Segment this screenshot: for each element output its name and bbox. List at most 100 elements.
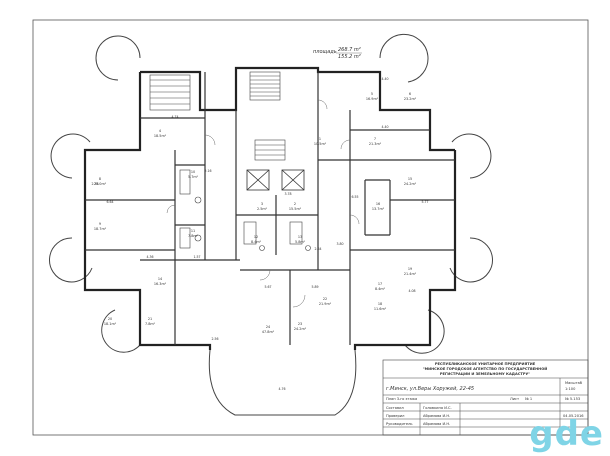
room-number: 3 [261,202,263,206]
dimension-labels: 4.74 4.40 4.40 2.78 6.64 5.77 6.55 4.36 5.67 5.89… [91,77,428,391]
room-area: 21.3m² [369,142,382,146]
scale-value: 1:100 [565,387,576,391]
room-area: 21.9m² [319,302,332,306]
date: 04.05.2016 [563,414,584,418]
dimension-label: 2.16 [204,169,211,173]
room-number: 20 [108,317,112,321]
room-area: 47.8m² [262,330,275,334]
room-number: 9 [99,222,101,226]
dimension-label: 4.40 [381,125,388,129]
room-number: 16 [376,202,380,206]
room-number: 12 [254,235,258,239]
room-area: 18.1m² [104,322,117,326]
door-swings [166,99,360,308]
row2-name: Абрамова И.Н. [423,414,450,418]
room-area: 24.2m² [294,327,307,331]
row1-name: Головкина И.С. [423,406,452,410]
room-number: 4 [159,129,161,133]
dimension-label: 5.67 [264,285,271,289]
room-area: 24.2m² [404,182,417,186]
room-area: 13.7m² [372,207,385,211]
room-labels: 110.5m² 215.5m² 32.5m² 418.5m² 516.9m² 623.2m… [94,92,417,334]
room-number: 17 [378,282,382,286]
room-area: 16.3m² [154,282,167,286]
corner-bays [49,33,493,416]
dimension-label: 4.36 [146,255,153,259]
room-number: 11 [191,229,195,233]
address: г.Минск, ул.Веры Хоружей, 22-45 [386,386,474,392]
scale-label: Масштаб [565,381,583,385]
dimension-label: 6.64 [106,200,113,204]
room-number: 14 [158,277,162,281]
outer-walls [83,66,457,350]
watermark-logo: gde [529,414,604,454]
room-number: 19 [408,267,412,271]
room-number: 10 [191,170,195,174]
room-area: 5.7m² [188,175,199,179]
elevator-shafts [246,169,305,191]
room-area: 18.5m² [154,134,167,138]
room-area: 8.4m² [251,240,262,244]
dimension-label: 2.78 [91,182,98,186]
bathroom-fixtures [179,169,311,251]
dimension-label: 4.08 [408,289,415,293]
interior-walls [85,72,455,345]
dimension-label: 6.55 [351,195,358,199]
dimension-label: 2.64 [314,247,321,251]
stairwell [149,71,286,161]
room-number: 5 [371,92,373,96]
area-header: площадь 268.7 m² 155.2 m² [313,47,362,60]
living-area: 155.2 m² [338,54,361,60]
dimension-label: 4.76 [278,387,285,391]
row2-role: Проверил [386,414,404,418]
sheet-label: Лист [510,397,519,401]
row3-name: Абрамова И.Н. [423,422,450,426]
room-area: 5.8m² [295,240,306,244]
dimension-label: 3.78 [284,192,291,196]
room-number: 13 [298,235,302,239]
room-number: 18 [378,302,382,306]
room-area: 21.4m² [404,272,417,276]
room-number: 6 [409,92,411,96]
title-block: РЕСПУБЛИКАНСКОЕ УНИТАРНОЕ ПРЕДПРИЯТИЕ "М… [382,359,589,436]
room-number: 7 [374,137,376,141]
watermark-text: gde [529,414,604,454]
room-area: 20.0m² [94,182,107,186]
room-area: 7.8m² [145,322,156,326]
room-area: 7.8m² [188,234,199,238]
row3-role: Руководитель [386,422,413,426]
dimension-label: 4.74 [171,115,178,119]
room-number: 22 [323,297,327,301]
room-area: 10.5m² [314,142,327,146]
room-number: 15 [408,177,412,181]
plan-type: План 3-го этажа [386,397,417,401]
room-number: 23 [298,322,302,326]
org-line-3: РЕГИСТРАЦИИ И ЗЕМЕЛЬНОМУ КАДАСТРУ" [440,372,530,376]
room-number: 1 [319,137,321,141]
dimension-label: 2.56 [211,337,218,341]
dimension-label: 5.89 [311,285,318,289]
total-area: 268.7 m² [338,47,361,53]
room-area: 11.6m² [374,307,387,311]
sheet-frame [32,19,589,436]
room-area: 8.4m² [375,287,386,291]
room-number: 24 [266,325,270,329]
room-area: 15.5m² [289,207,302,211]
org-line-1: РЕСПУБЛИКАНСКОЕ УНИТАРНОЕ ПРЕДПРИЯТИЕ [435,362,536,366]
room-area: 23.2m² [404,97,417,101]
row1-role: Составил [386,406,404,410]
area-label: площадь [313,49,337,55]
room-number: 2 [294,202,296,206]
org-line-2: "МИНСКОЕ ГОРОДСКОЕ АГЕНТСТВО ПО ГОСУДАРС… [423,366,548,371]
room-area: 16.9m² [366,97,379,101]
sheet-value: № 1 [525,397,532,401]
dimension-label: 1.57 [193,255,200,259]
dimension-label: 5.77 [421,200,428,204]
room-number: 21 [148,317,152,321]
doc-number: № 5.153 [565,397,580,401]
room-area: 18.7m² [94,227,107,231]
dimension-label: 4.40 [381,77,388,81]
dimension-label: 3.80 [336,242,343,246]
room-area: 2.5m² [257,207,268,211]
